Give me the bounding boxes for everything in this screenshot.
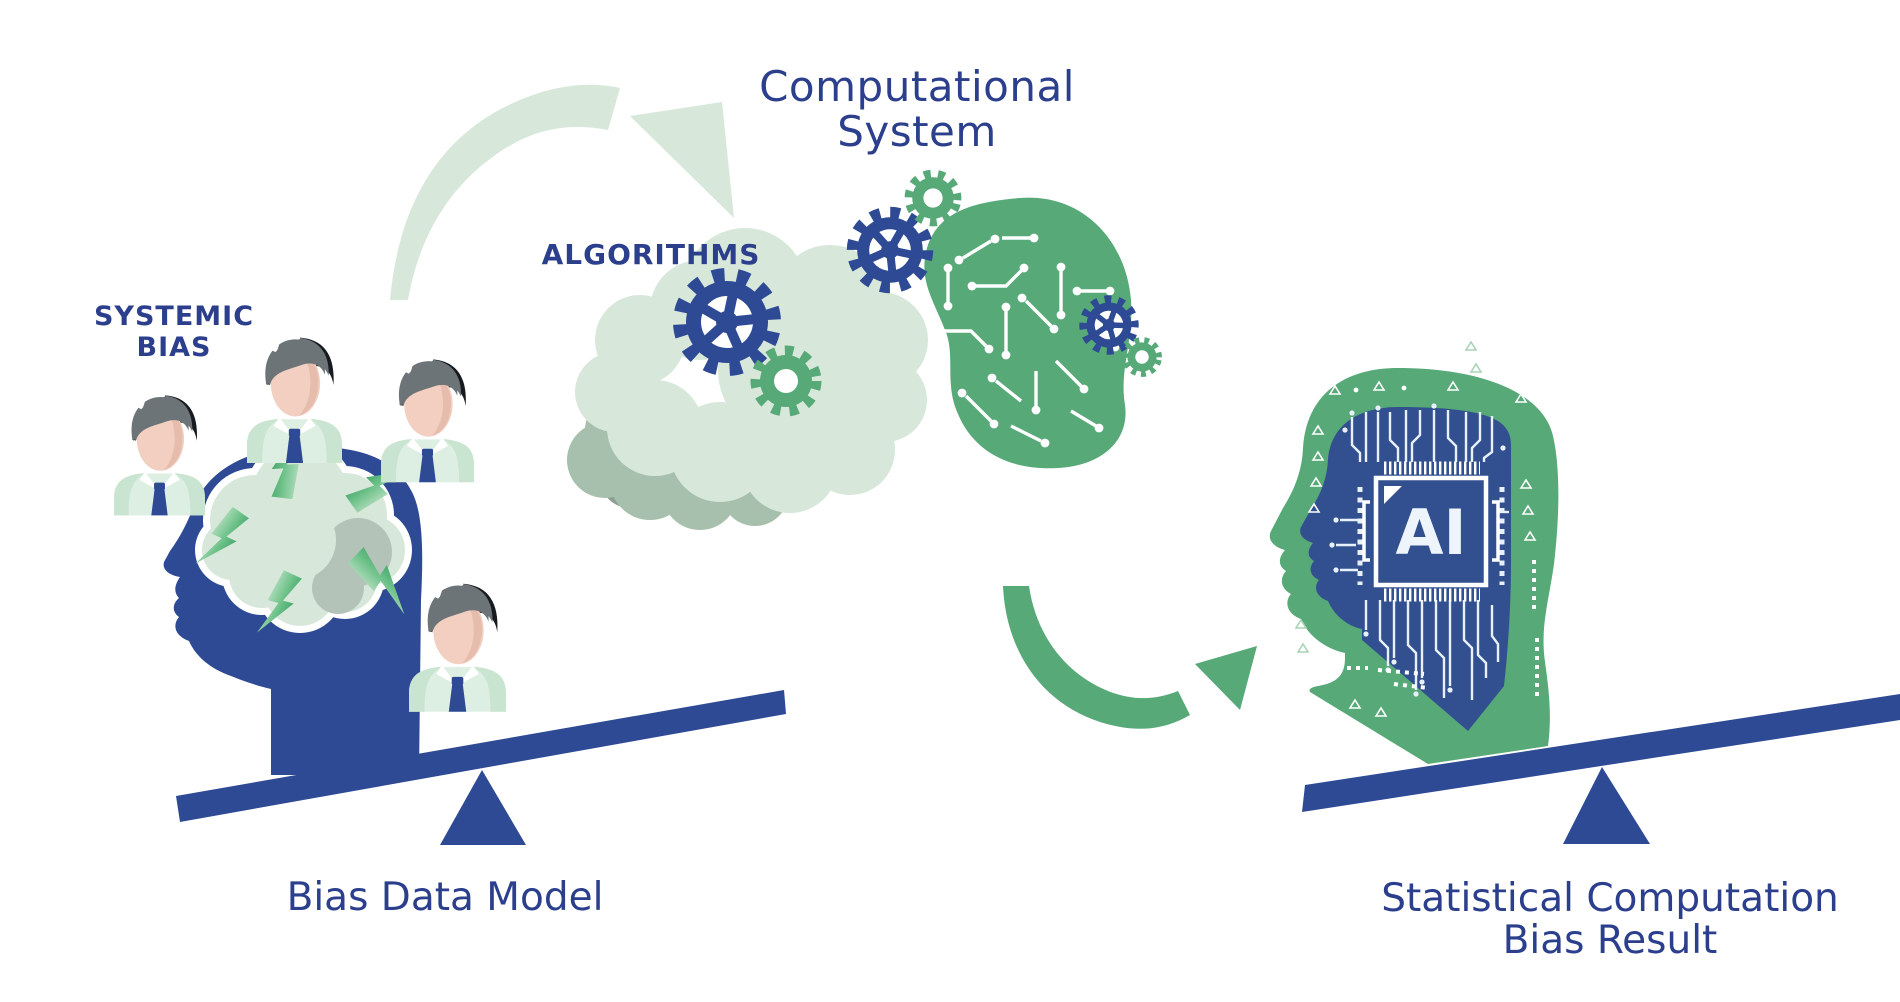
algorithms-label: ALGORITHMS xyxy=(541,238,761,271)
statistical-computation-line2: Bias Result xyxy=(1502,918,1718,963)
circuit-board-icon xyxy=(924,197,1132,469)
systemic-bias-label: SYSTEMIC BIAS xyxy=(94,301,254,363)
statistical-computation-line1: Statistical Computation xyxy=(1381,876,1839,921)
computational-system-title: Computational System xyxy=(759,64,1075,154)
seesaw-balance-right xyxy=(1302,694,1900,844)
ai-chip-head-icon: AI xyxy=(1269,340,1559,764)
ai-chip-icon: AI xyxy=(1362,475,1500,588)
seesaw-balance-left xyxy=(176,690,786,845)
person-avatar-icon xyxy=(112,393,207,518)
person-avatar-icon xyxy=(245,335,344,465)
gear-icon xyxy=(1123,338,1162,377)
systemic-bias-line2: BIAS xyxy=(136,332,212,363)
curved-arrow-icon-left xyxy=(390,84,734,300)
statistical-computation-caption: Statistical Computation Bias Result xyxy=(1381,878,1839,962)
person-avatar-icon xyxy=(379,357,476,485)
curved-arrow-icon-right xyxy=(1003,586,1257,729)
person-avatar-icon xyxy=(407,581,508,714)
thought-cloud-icon xyxy=(567,228,928,530)
bias-data-model-caption: Bias Data Model xyxy=(286,875,604,920)
ai-chip-label: AI xyxy=(1395,496,1466,569)
computational-system-line1: Computational xyxy=(759,62,1075,111)
systemic-bias-line1: SYSTEMIC xyxy=(93,301,255,332)
computational-system-line2: System xyxy=(837,107,997,156)
